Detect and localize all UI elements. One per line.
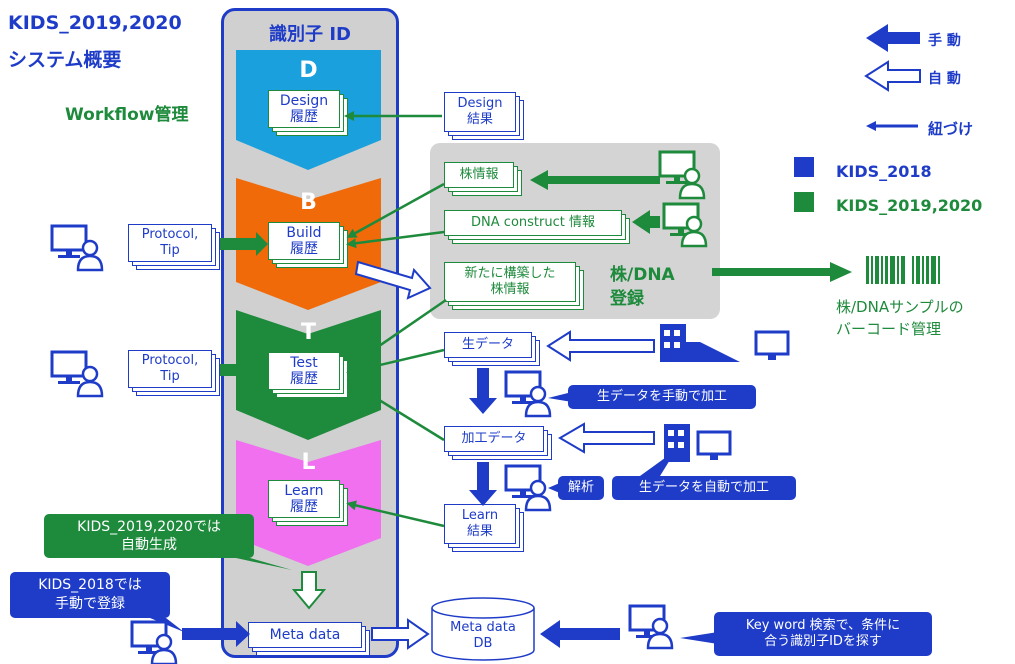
callout-keyword-search: Key word 検索で、条件に 合う識別子IDを探す: [714, 612, 932, 656]
protocol-t-line2: Tip: [160, 369, 180, 384]
barcode-caption: 株/DNAサンプルの バーコード管理: [836, 296, 964, 340]
new-strain-line2: 株情報: [490, 282, 530, 297]
phase-d-letter: D: [299, 58, 318, 83]
callout-2018-line2: 手動で登録: [55, 596, 125, 612]
dna-construct-info-doc[interactable]: DNA construct 情報: [444, 210, 630, 244]
processed-data-doc[interactable]: 加工データ: [444, 426, 552, 460]
learn-history-line1: Learn: [284, 483, 324, 499]
test-history-line1: Test: [290, 355, 318, 371]
meta-db-line2: DB: [473, 636, 493, 651]
strain-dna-registration-label: 株/DNA 登録: [610, 263, 675, 311]
legend-link-label: 紐づけ: [928, 120, 974, 138]
new-strain-line1: 新たに構築した: [464, 266, 556, 281]
protocol-t-line1: Protocol,: [141, 353, 199, 368]
protocol-b-line2: Tip: [160, 243, 180, 258]
workflow-label: Workflow管理: [65, 105, 189, 125]
design-result-line2: 結果: [466, 112, 493, 127]
strain-info-label: 株情報: [444, 162, 514, 188]
test-history-line2: 履歴: [290, 371, 318, 387]
page-title: KIDS_2019,2020 システム概要: [8, 10, 182, 74]
callout-kids2018-manual: KIDS_2018では 手動で登録: [10, 572, 170, 618]
build-history-doc[interactable]: Build 履歴: [268, 222, 348, 268]
callout-kids2019-auto: KIDS_2019,2020では 自動生成: [44, 514, 254, 558]
phase-l-letter: L: [301, 450, 316, 475]
meta-db-line1: Meta data: [450, 620, 516, 635]
callout-search-line1: Key word 検索で、条件に: [745, 618, 901, 633]
id-column-label: 識別子 ID: [269, 24, 351, 45]
meta-data-label: Meta data: [248, 622, 362, 648]
callout-analysis: 解析: [558, 476, 604, 500]
title-line2: システム概要: [8, 49, 122, 71]
new-strain-info-doc[interactable]: 新たに構築した 株情報: [444, 262, 584, 310]
legend-manual-label: 手 動: [928, 33, 961, 49]
meta-data-doc[interactable]: Meta data: [248, 622, 370, 656]
callout-2019-line2: 自動生成: [121, 537, 177, 553]
design-result-doc[interactable]: Design 結果: [444, 92, 524, 140]
meta-db-icon: [431, 597, 535, 661]
legend-auto-label: 自 動: [928, 71, 961, 87]
protocol-tip-test-doc[interactable]: Protocol, Tip: [128, 350, 220, 396]
test-history-doc[interactable]: Test 履歴: [268, 352, 348, 398]
design-result-line1: Design: [457, 96, 503, 111]
legend-kids2018-label: KIDS_2018: [836, 162, 932, 181]
processed-data-label: 加工データ: [444, 426, 544, 452]
legend-kids2019-label: KIDS_2019,2020: [836, 196, 983, 215]
barcode-caption-line1: 株/DNAサンプルの: [836, 298, 964, 316]
callout-search-line2: 合う識別子IDを探す: [764, 634, 882, 649]
learn-result-line2: 結果: [466, 524, 493, 539]
build-history-line2: 履歴: [290, 241, 318, 257]
learn-history-line2: 履歴: [290, 499, 318, 515]
barcode-caption-line2: バーコード管理: [836, 320, 942, 338]
learn-history-doc[interactable]: Learn 履歴: [268, 480, 348, 526]
phase-t-letter: T: [300, 320, 316, 345]
callout-2019-line1: KIDS_2019,2020では: [77, 519, 221, 535]
raw-data-label: 生データ: [444, 332, 532, 358]
callout-2018-line1: KIDS_2018では: [38, 577, 142, 593]
build-history-line1: Build: [286, 225, 322, 241]
callout-manual-processing: 生データを手動で加工: [568, 385, 756, 409]
protocol-tip-build-doc[interactable]: Protocol, Tip: [128, 224, 220, 270]
strain-info-doc[interactable]: 株情報: [444, 162, 522, 196]
design-history-line2: 履歴: [290, 109, 318, 125]
strain-reg-line2: 登録: [610, 289, 644, 309]
phase-b-letter: B: [300, 190, 317, 215]
design-history-doc[interactable]: Design 履歴: [268, 90, 348, 136]
protocol-b-line1: Protocol,: [141, 227, 199, 242]
design-history-line1: Design: [279, 93, 329, 109]
raw-data-doc[interactable]: 生データ: [444, 332, 540, 366]
learn-result-doc[interactable]: Learn 結果: [444, 504, 524, 552]
title-line1: KIDS_2019,2020: [8, 12, 182, 34]
learn-result-line1: Learn: [461, 508, 499, 523]
callout-auto-processing: 生データを自動で加工: [612, 476, 796, 500]
strain-reg-line1: 株/DNA: [610, 265, 675, 285]
dna-construct-info-label: DNA construct 情報: [444, 210, 622, 236]
meta-db-label[interactable]: Meta data DB: [432, 620, 534, 652]
